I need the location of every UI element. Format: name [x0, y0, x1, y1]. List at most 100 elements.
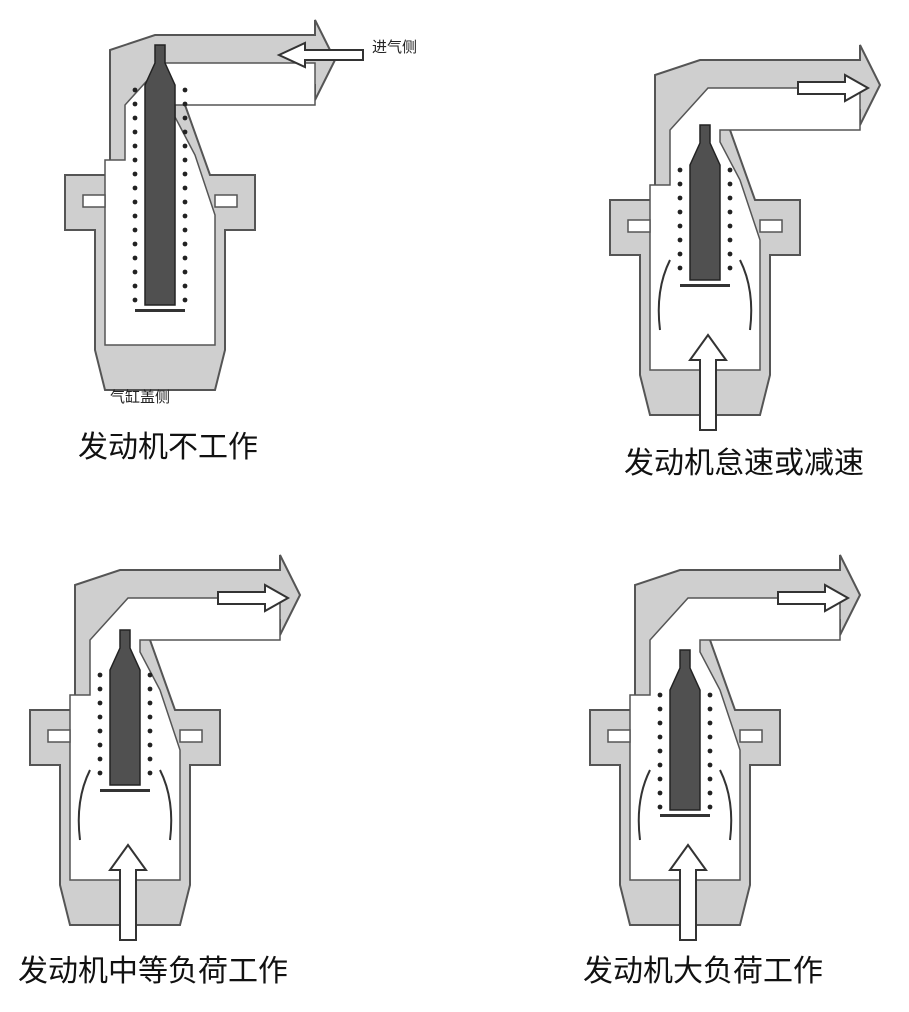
valve-seat-right	[179, 729, 203, 743]
spring-coil-left	[677, 167, 683, 173]
spring-base-plate	[135, 309, 185, 312]
side-flow-right	[739, 259, 753, 331]
spring-coil-left	[97, 728, 103, 734]
outlet-flow-arrow	[797, 73, 871, 103]
valve-seat-left	[47, 729, 71, 743]
caption-engine-off: 发动机不工作	[78, 430, 258, 465]
valve-panel-medium-load	[29, 554, 302, 941]
spring-coil-right	[182, 87, 188, 93]
spring-coil-left	[677, 251, 683, 257]
spring-coil-right	[707, 748, 713, 754]
spring-coil-left	[97, 714, 103, 720]
spring-coil-left	[97, 672, 103, 678]
spring-coil-right	[182, 171, 188, 177]
spring-coil-left	[677, 237, 683, 243]
spring-coil-right	[727, 195, 733, 201]
spring-coil-left	[132, 101, 138, 107]
spring-coil-left	[132, 297, 138, 303]
spring-coil-left	[132, 157, 138, 163]
spring-coil-left	[132, 241, 138, 247]
spring-coil-left	[677, 223, 683, 229]
blowby-flow-arrow	[688, 333, 728, 431]
spring-coil-left	[132, 171, 138, 177]
spring-coil-right	[182, 269, 188, 275]
spring-coil-right	[147, 770, 153, 776]
spring-coil-left	[97, 770, 103, 776]
spring-coil-left	[657, 748, 663, 754]
spring-coil-left	[677, 209, 683, 215]
spring-coil-left	[657, 706, 663, 712]
spring-coil-right	[727, 209, 733, 215]
spring-coil-left	[132, 185, 138, 191]
spring-coil-left	[657, 790, 663, 796]
spring-coil-left	[657, 804, 663, 810]
spring-coil-right	[182, 199, 188, 205]
inlet-side-label: 进气侧	[372, 38, 417, 56]
valve-plunger	[144, 44, 176, 306]
valve-panel-engine-off	[64, 19, 364, 391]
spring-coil-right	[727, 223, 733, 229]
valve-panel-idle	[609, 44, 882, 431]
valve-plunger	[109, 629, 141, 786]
caption-idle-or-decel: 发动机怠速或减速	[624, 446, 864, 481]
spring-coil-left	[132, 87, 138, 93]
side-flow-left	[77, 769, 91, 841]
valve-seat-right	[739, 729, 763, 743]
valve-seat-right	[759, 219, 783, 233]
cylinder-head-side-label: 气缸盖侧	[110, 388, 170, 406]
spring-coil-right	[727, 265, 733, 271]
spring-coil-left	[677, 195, 683, 201]
spring-coil-left	[657, 762, 663, 768]
blowby-flow-arrow	[108, 843, 148, 941]
spring-coil-right	[182, 283, 188, 289]
spring-coil-right	[182, 227, 188, 233]
spring-coil-left	[677, 181, 683, 187]
caption-heavy-load: 发动机大负荷工作	[583, 954, 823, 989]
spring-base-plate	[100, 789, 150, 792]
spring-coil-left	[657, 692, 663, 698]
spring-coil-right	[147, 700, 153, 706]
inlet-flow-arrow	[276, 41, 364, 69]
spring-coil-left	[132, 283, 138, 289]
outlet-flow-arrow	[777, 583, 851, 613]
spring-coil-right	[707, 720, 713, 726]
spring-coil-left	[97, 742, 103, 748]
spring-coil-right	[707, 706, 713, 712]
spring-coil-left	[657, 720, 663, 726]
spring-coil-right	[182, 297, 188, 303]
valve-plunger	[669, 649, 701, 811]
spring-coil-right	[147, 756, 153, 762]
valve-seat-left	[82, 194, 106, 208]
spring-base-plate	[660, 814, 710, 817]
spring-coil-left	[132, 227, 138, 233]
valve-chamber	[629, 597, 841, 881]
spring-coil-right	[707, 734, 713, 740]
spring-coil-left	[132, 143, 138, 149]
spring-coil-left	[132, 213, 138, 219]
spring-coil-left	[97, 686, 103, 692]
spring-coil-left	[657, 776, 663, 782]
spring-coil-right	[182, 157, 188, 163]
spring-base-plate	[680, 284, 730, 287]
spring-coil-right	[727, 237, 733, 243]
spring-coil-right	[147, 686, 153, 692]
spring-coil-right	[707, 762, 713, 768]
spring-coil-right	[182, 101, 188, 107]
spring-coil-right	[147, 672, 153, 678]
blowby-flow-arrow	[668, 843, 708, 941]
valve-seat-left	[627, 219, 651, 233]
spring-coil-left	[132, 255, 138, 261]
spring-coil-right	[147, 714, 153, 720]
spring-coil-right	[727, 167, 733, 173]
valve-seat-left	[607, 729, 631, 743]
spring-coil-right	[182, 213, 188, 219]
spring-coil-right	[707, 776, 713, 782]
spring-coil-right	[182, 185, 188, 191]
spring-coil-left	[132, 269, 138, 275]
spring-coil-right	[182, 143, 188, 149]
valve-chamber	[649, 87, 861, 371]
spring-coil-left	[677, 265, 683, 271]
valve-seat-right	[214, 194, 238, 208]
spring-coil-right	[182, 129, 188, 135]
